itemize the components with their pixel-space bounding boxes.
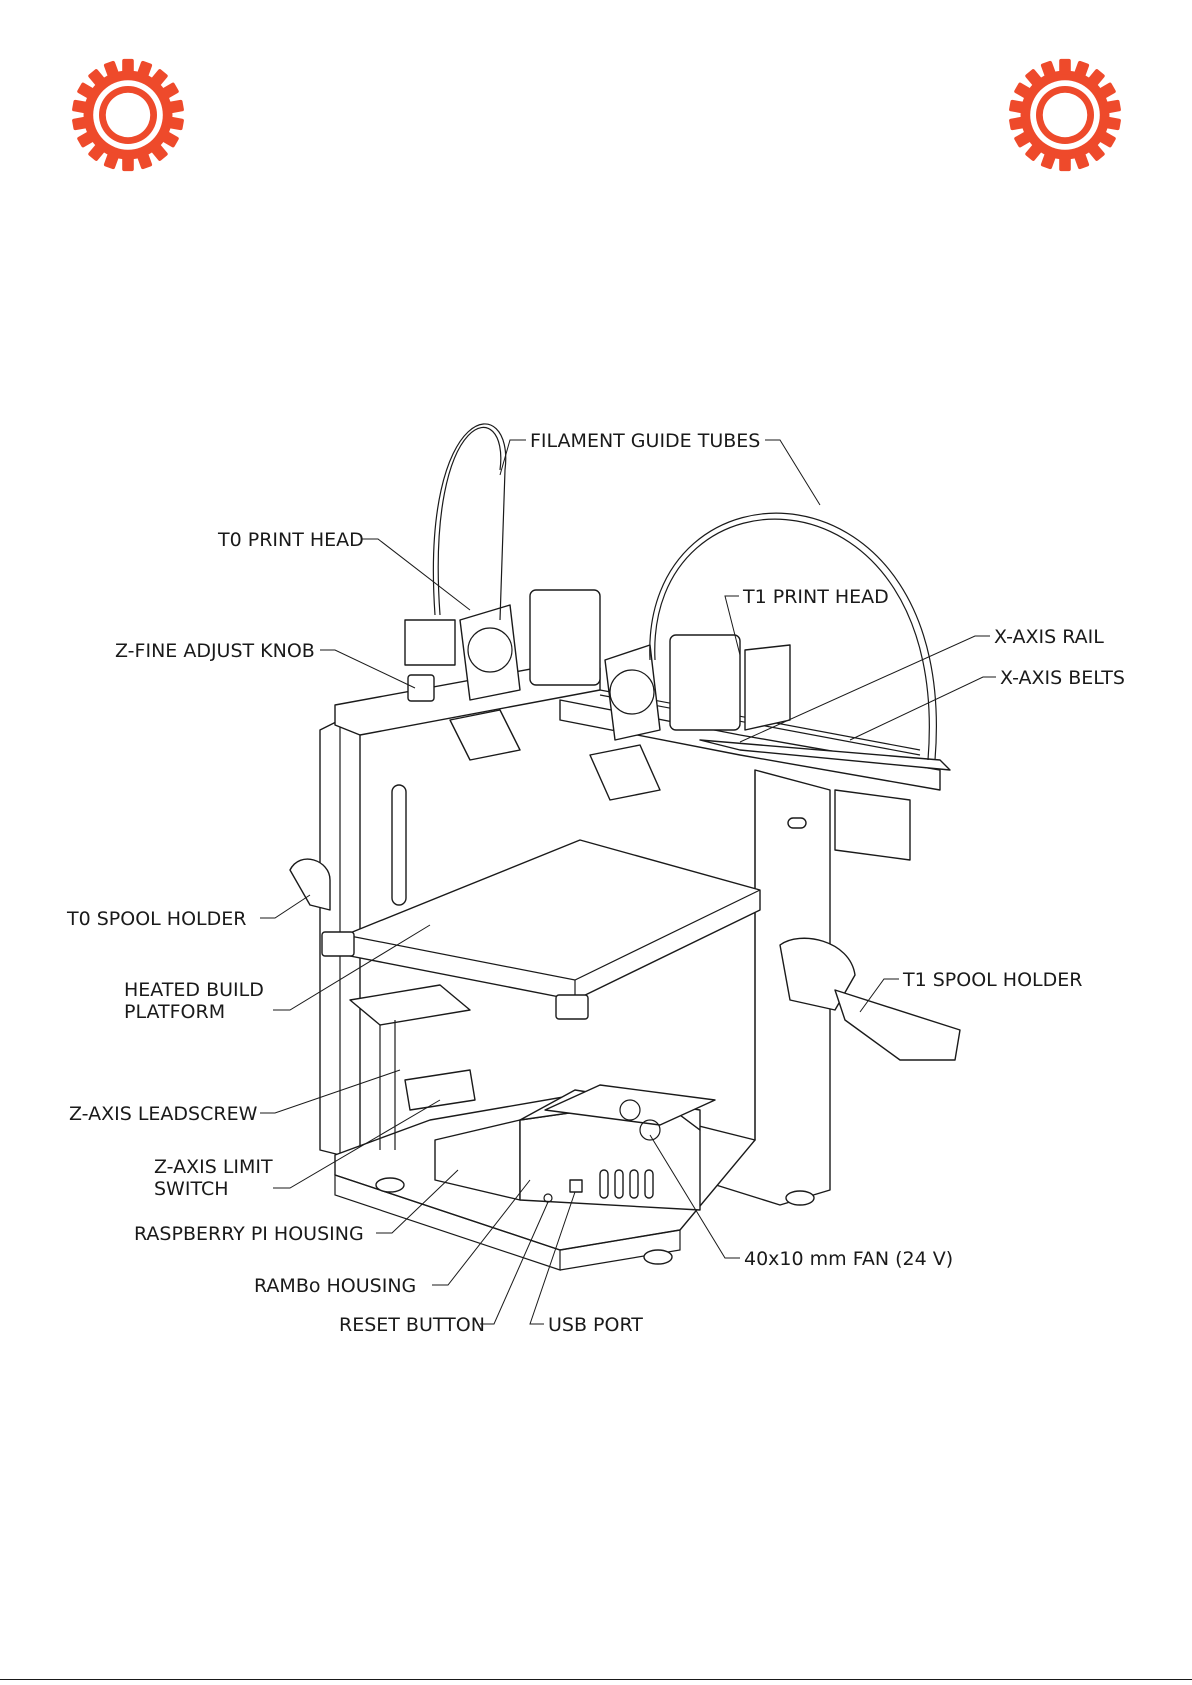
label-usb-port: USB PORT	[548, 1314, 643, 1336]
label-z-axis-limit-switch-2: SWITCH	[154, 1178, 229, 1200]
label-reset-button: RESET BUTTON	[339, 1314, 485, 1336]
label-heated-build-platform-2: PLATFORM	[124, 1001, 225, 1023]
z-fine-adjust-knob	[408, 675, 434, 701]
label-raspberry-pi-housing: RASPBERRY PI HOUSING	[134, 1223, 364, 1245]
t0-spool-holder	[290, 859, 330, 910]
label-t0-spool-holder: T0 SPOOL HOLDER	[66, 908, 246, 930]
t0-print-head	[405, 590, 600, 760]
label-z-fine-adjust-knob: Z-FINE ADJUST KNOB	[115, 640, 315, 662]
label-z-axis-limit-switch-1: Z-AXIS LIMIT	[154, 1156, 273, 1178]
label-z-axis-leadscrew: Z-AXIS LEADSCREW	[69, 1103, 258, 1125]
label-x-axis-rail: X-AXIS RAIL	[994, 626, 1104, 648]
label-fan: 40x10 mm FAN (24 V)	[744, 1248, 953, 1270]
label-heated-build-platform-1: HEATED BUILD	[124, 979, 264, 1001]
footer-rule	[0, 1679, 1192, 1680]
label-t1-spool-holder: T1 SPOOL HOLDER	[902, 969, 1082, 991]
label-t1-print-head: T1 PRINT HEAD	[742, 586, 889, 608]
label-x-axis-belts: X-AXIS BELTS	[1000, 667, 1125, 689]
label-filament-guide-tubes: FILAMENT GUIDE TUBES	[530, 430, 760, 452]
label-rambo-housing: RAMBo HOUSING	[254, 1275, 416, 1297]
label-t0-print-head: T0 PRINT HEAD	[217, 529, 364, 551]
